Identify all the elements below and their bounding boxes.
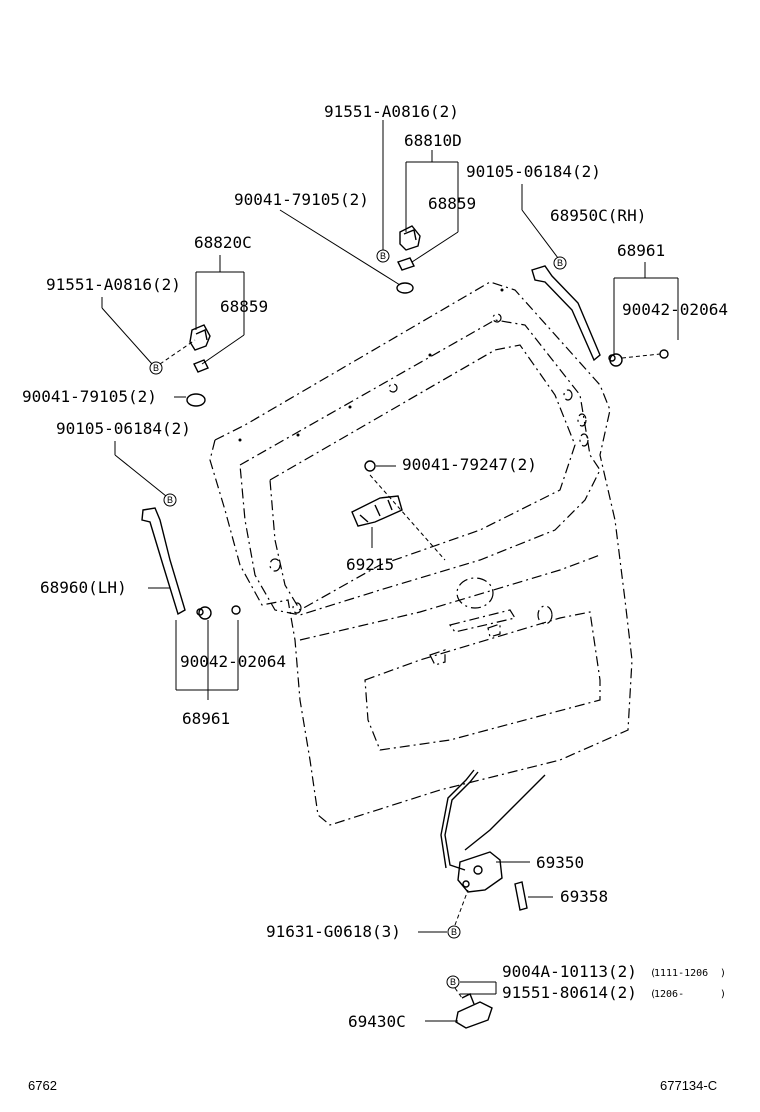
svg-text:B: B	[380, 251, 386, 261]
label-69430c: 69430C	[348, 1012, 406, 1031]
back-door-panel	[209, 281, 633, 826]
bolt-markers: B B B B B B	[149, 249, 567, 989]
label-68859-left: 68859	[220, 297, 268, 316]
svg-text:): )	[720, 989, 726, 1000]
label-9004a-range: 1111-1206	[654, 968, 708, 979]
svg-text:B: B	[557, 258, 563, 268]
bolt-marker-icon: B	[446, 975, 460, 989]
bolt-marker-icon: B	[447, 925, 461, 939]
label-91631-g0618: 91631-G0618(3)	[266, 922, 401, 941]
svg-text:B: B	[153, 363, 159, 373]
label-91551-a0816-top: 91551-A0816(2)	[324, 102, 459, 121]
footer-right-code: 677134-C	[660, 1078, 717, 1093]
label-68961-bottom: 68961	[182, 709, 230, 728]
svg-text:): )	[720, 968, 726, 979]
stay-68960-lh	[141, 507, 241, 620]
part-69358	[514, 881, 528, 911]
handle-69215	[351, 460, 403, 527]
leader-lines	[101, 120, 679, 1022]
label-68810d: 68810D	[404, 131, 462, 150]
label-69358: 69358	[560, 887, 608, 906]
bolt-marker-icon: B	[163, 493, 177, 507]
bolt-marker-icon: B	[553, 256, 567, 270]
label-68820c: 68820C	[194, 233, 252, 252]
svg-text:(: (	[650, 989, 656, 1000]
footer-left-code: 6762	[28, 1078, 57, 1093]
label-68960-lh: 68960(LH)	[40, 578, 127, 597]
striker-69430c	[455, 993, 493, 1029]
label-91551-80614: 91551-80614(2)	[502, 983, 637, 1002]
hinge-68810d	[396, 225, 421, 294]
label-69215: 69215	[346, 555, 394, 574]
label-68859-top: 68859	[428, 194, 476, 213]
label-90041-79105-left: 90041-79105(2)	[22, 387, 157, 406]
part-labels: 91551-A0816(2) 68810D 90105-06184(2) 900…	[22, 102, 728, 1031]
label-91551-80614-range: 1206-	[654, 989, 684, 1000]
label-68961-top: 68961	[617, 241, 665, 260]
label-68950c-rh: 68950C(RH)	[550, 206, 646, 225]
lock-69350	[440, 769, 546, 893]
label-90105-06184-left: 90105-06184(2)	[56, 419, 191, 438]
svg-text:B: B	[167, 495, 173, 505]
svg-text:B: B	[450, 977, 456, 987]
bolt-marker-icon: B	[376, 249, 390, 263]
label-90041-79247: 90041-79247(2)	[402, 455, 537, 474]
svg-text:(: (	[650, 968, 656, 979]
label-90041-79105-top: 90041-79105(2)	[234, 190, 369, 209]
label-90105-06184-right: 90105-06184(2)	[466, 162, 601, 181]
bolt-marker-icon: B	[149, 361, 163, 375]
label-90042-02064-right: 90042-02064	[622, 300, 728, 319]
svg-text:B: B	[451, 927, 457, 937]
hinge-68820c	[186, 324, 211, 407]
label-90042-02064-left: 90042-02064	[180, 652, 286, 671]
label-9004a-10113: 9004A-10113(2)	[502, 962, 637, 981]
label-91551-a0816-left: 91551-A0816(2)	[46, 275, 181, 294]
label-69350: 69350	[536, 853, 584, 872]
